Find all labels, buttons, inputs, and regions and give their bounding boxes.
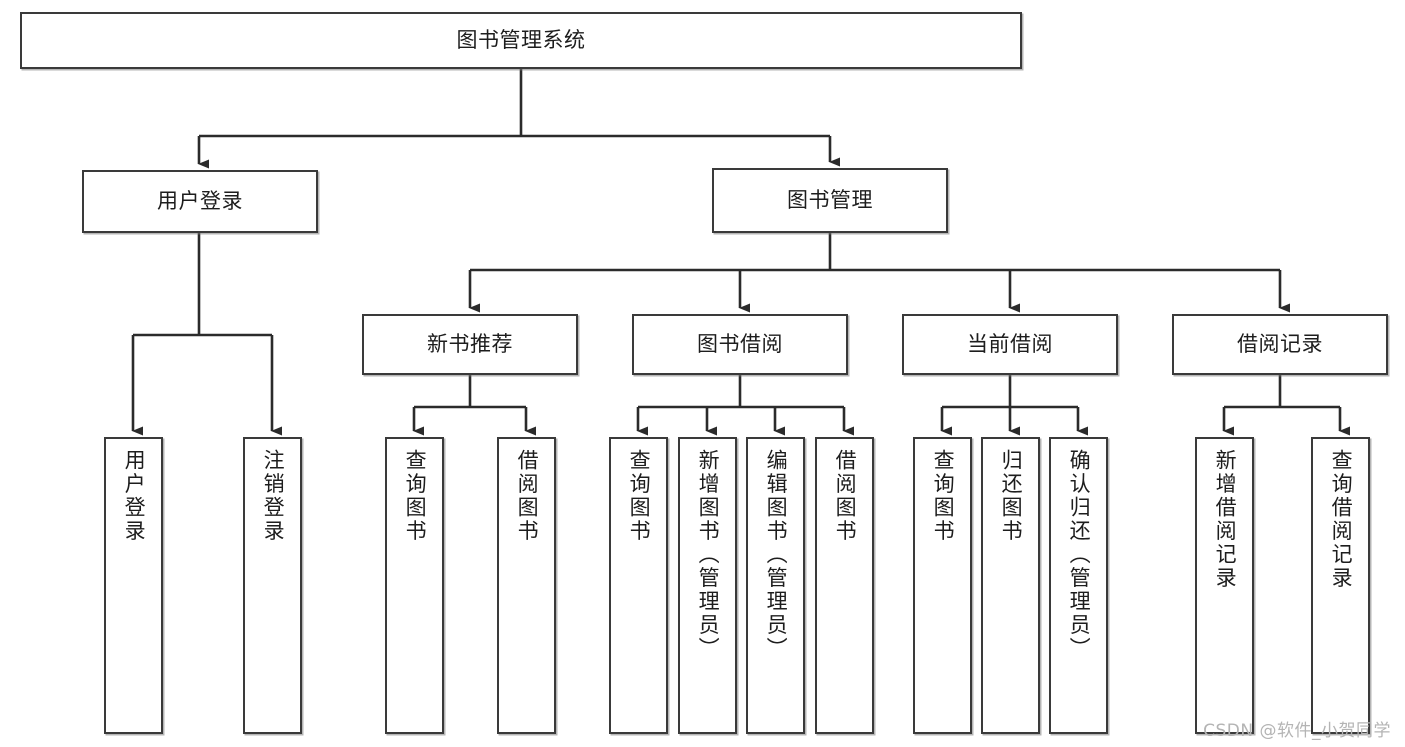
node-root-label: 图书管理系统	[456, 27, 586, 52]
node-current-borrow-label: 当前借阅	[967, 331, 1053, 356]
node-leaf-confirm-return-label: 确认归还（管理员）	[1067, 449, 1092, 661]
node-leaf-query-book-2-label: 查询图书	[627, 449, 652, 543]
node-user-login-label: 用户登录	[157, 188, 243, 213]
node-leaf-add-record[interactable]: 新增借阅记录	[1195, 437, 1254, 734]
node-leaf-logout-login-label: 注销登录	[261, 449, 286, 543]
node-leaf-return-book[interactable]: 归还图书	[981, 437, 1040, 734]
node-leaf-query-book-2[interactable]: 查询图书	[609, 437, 668, 734]
node-leaf-borrow-book-2-label: 借阅图书	[833, 449, 858, 543]
node-leaf-user-login[interactable]: 用户登录	[104, 437, 163, 734]
node-borrow-record-label: 借阅记录	[1237, 331, 1323, 356]
node-book-borrow[interactable]: 图书借阅	[632, 314, 848, 375]
node-leaf-query-record-label: 查询借阅记录	[1329, 449, 1354, 590]
node-new-book-recommend[interactable]: 新书推荐	[362, 314, 578, 375]
node-leaf-query-book-1-label: 查询图书	[403, 449, 428, 543]
node-leaf-query-record[interactable]: 查询借阅记录	[1311, 437, 1370, 734]
node-leaf-confirm-return[interactable]: 确认归还（管理员）	[1049, 437, 1108, 734]
node-borrow-record[interactable]: 借阅记录	[1172, 314, 1388, 375]
watermark: CSDN @软件_小贺同学	[1203, 721, 1391, 741]
node-book-manage[interactable]: 图书管理	[712, 168, 948, 233]
node-leaf-user-login-label: 用户登录	[122, 449, 147, 543]
node-user-login[interactable]: 用户登录	[82, 170, 318, 233]
node-leaf-logout-login[interactable]: 注销登录	[243, 437, 302, 734]
node-leaf-query-book-3-label: 查询图书	[931, 449, 956, 543]
node-leaf-add-book[interactable]: 新增图书（管理员）	[678, 437, 737, 734]
node-current-borrow[interactable]: 当前借阅	[902, 314, 1118, 375]
node-leaf-add-book-label: 新增图书（管理员）	[696, 449, 721, 661]
node-leaf-query-book-1[interactable]: 查询图书	[385, 437, 444, 734]
node-book-manage-label: 图书管理	[787, 187, 873, 212]
node-leaf-borrow-book-1[interactable]: 借阅图书	[497, 437, 556, 734]
node-leaf-add-record-label: 新增借阅记录	[1213, 449, 1238, 590]
node-leaf-borrow-book-2[interactable]: 借阅图书	[815, 437, 874, 734]
node-leaf-return-book-label: 归还图书	[999, 449, 1024, 543]
node-leaf-borrow-book-1-label: 借阅图书	[515, 449, 540, 543]
node-leaf-edit-book-label: 编辑图书（管理员）	[764, 449, 789, 661]
node-root[interactable]: 图书管理系统	[20, 12, 1022, 69]
node-leaf-query-book-3[interactable]: 查询图书	[913, 437, 972, 734]
node-leaf-edit-book[interactable]: 编辑图书（管理员）	[746, 437, 805, 734]
node-book-borrow-label: 图书借阅	[697, 331, 783, 356]
node-new-book-recommend-label: 新书推荐	[427, 331, 513, 356]
